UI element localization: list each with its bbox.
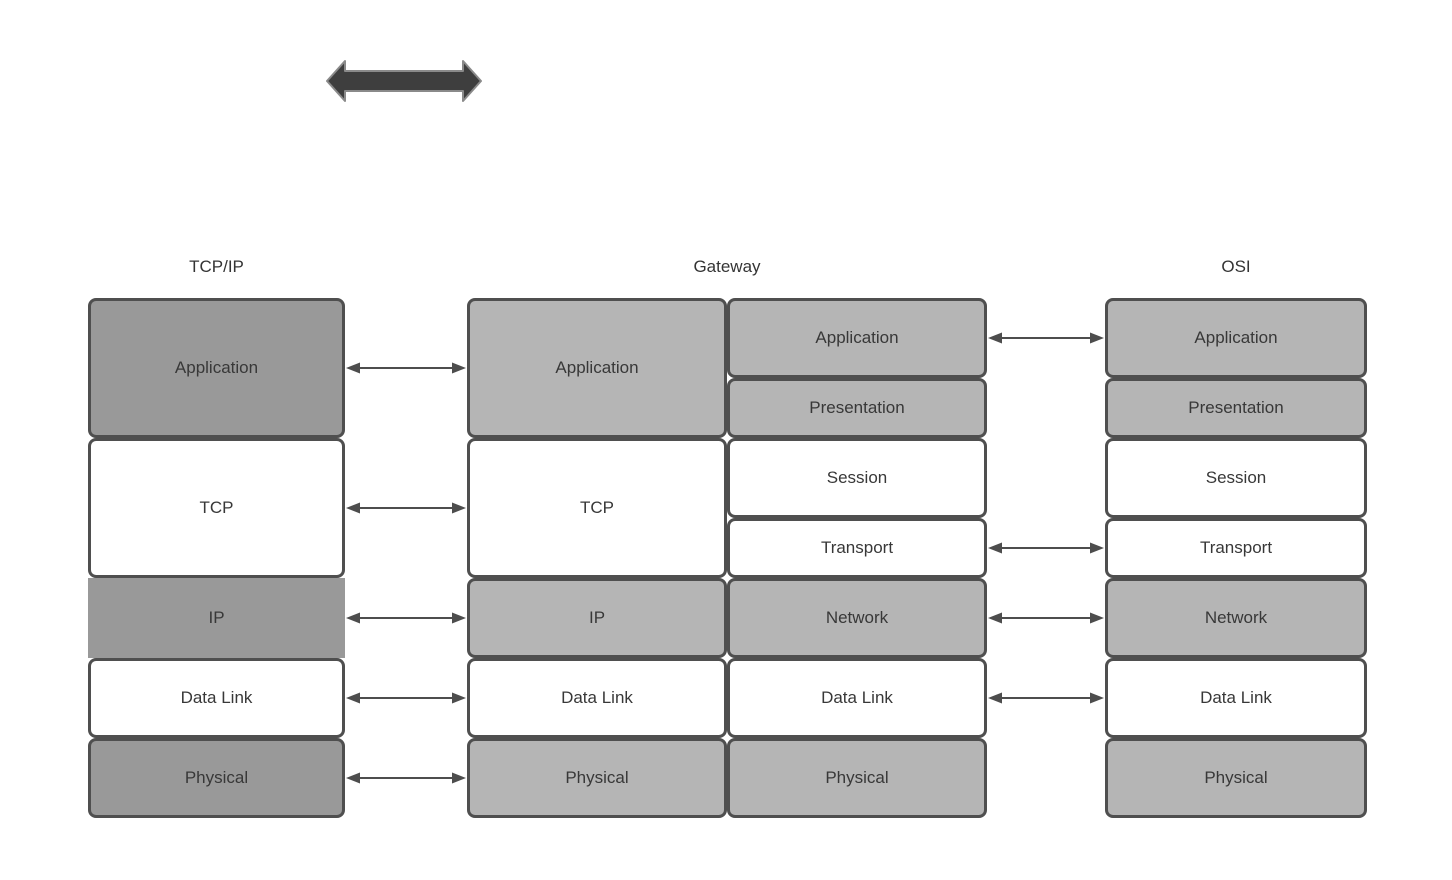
layer-box-osi-network: Network [1105, 578, 1367, 658]
tcpip-header: TCP/IP [189, 257, 244, 276]
layer-box-osi-session: Session [1105, 438, 1367, 518]
osi-header: OSI [1221, 257, 1251, 276]
gateway-header: Gateway [693, 257, 761, 276]
arrow-tcpip-gateway-datalink [346, 692, 466, 704]
layer-box-gateway-left-ip: IP [467, 578, 727, 658]
layer-box-osi-transport: Transport [1105, 518, 1367, 578]
arrow-tcpip-gateway-application [346, 362, 466, 374]
layer-box-tcpip-tcp: TCP [88, 438, 345, 578]
arrow-gateway-osi-application [988, 332, 1104, 344]
arrow-tcpip-gateway-ip [346, 612, 466, 624]
layer-box-tcpip-application: Application [88, 298, 345, 438]
layer-box-osi-physical: Physical [1105, 738, 1367, 818]
arrow-gateway-osi-datalink [988, 692, 1104, 704]
arrow-tcpip-gateway-tcp [346, 502, 466, 514]
layer-box-gateway-left-datalink: Data Link [467, 658, 727, 738]
layer-box-gateway-left-application: Application [467, 298, 727, 438]
layer-box-gateway-right-presentation: Presentation [727, 378, 987, 438]
layer-box-tcpip-datalink: Data Link [88, 658, 345, 738]
layer-box-gateway-left-tcp: TCP [467, 438, 727, 578]
layer-box-gateway-right-physical: Physical [727, 738, 987, 818]
arrow-gateway-osi-network [988, 612, 1104, 624]
layer-box-gateway-right-network: Network [727, 578, 987, 658]
layer-box-osi-datalink: Data Link [1105, 658, 1367, 738]
arrow-gateway-osi-transport [988, 542, 1104, 554]
layer-box-gateway-right-transport: Transport [727, 518, 987, 578]
double-headed-arrow-icon [326, 60, 482, 102]
layer-box-tcpip-physical: Physical [88, 738, 345, 818]
arrow-tcpip-gateway-physical [346, 772, 466, 784]
layer-box-gateway-left-physical: Physical [467, 738, 727, 818]
layer-box-gateway-right-datalink: Data Link [727, 658, 987, 738]
layer-box-gateway-right-session: Session [727, 438, 987, 518]
layer-box-osi-presentation: Presentation [1105, 378, 1367, 438]
layer-box-tcpip-ip: IP [88, 578, 345, 658]
layer-box-osi-application: Application [1105, 298, 1367, 378]
layer-box-gateway-right-application: Application [727, 298, 987, 378]
